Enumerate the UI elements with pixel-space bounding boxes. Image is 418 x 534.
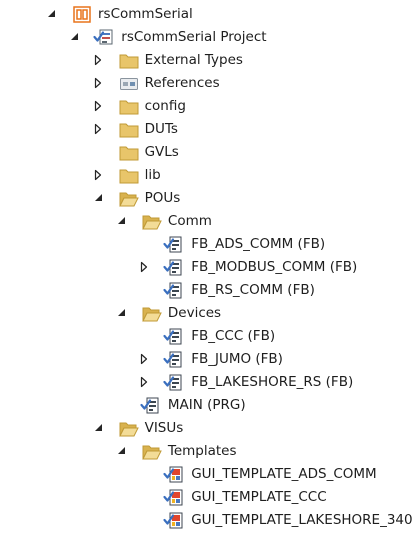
tree-item-label: FB_MODBUS_COMM (FB) [191, 259, 358, 275]
tree-item[interactable]: GUI_TEMPLATE_LAKESHORE_340 [0, 509, 418, 532]
tree-item-label: Templates [167, 443, 237, 459]
expanded-arrow-icon[interactable] [45, 7, 57, 21]
tree-item[interactable]: MAIN (PRG) [0, 394, 418, 417]
pou-icon [158, 373, 184, 391]
open-folder-icon [118, 419, 139, 437]
tree-item-label: FB_LAKESHORE_RS (FB) [191, 374, 354, 390]
tree-item[interactable]: References [0, 72, 418, 95]
tree-item-label: DUTs [144, 121, 178, 137]
tree-item-label: GUI_TEMPLATE_LAKESHORE_340 [191, 512, 413, 528]
collapsed-arrow-icon[interactable] [138, 352, 150, 366]
project-icon [88, 28, 114, 46]
solution-icon [72, 5, 92, 23]
tree-item[interactable]: Devices [0, 302, 418, 325]
pou-icon [158, 281, 184, 299]
visualization-icon [158, 511, 184, 529]
expanded-arrow-icon[interactable] [115, 444, 127, 458]
tree-item[interactable]: FB_ADS_COMM (FB) [0, 233, 418, 256]
pou-icon [158, 350, 184, 368]
tree-item-label: FB_RS_COMM (FB) [191, 282, 315, 298]
expanded-arrow-icon[interactable] [92, 421, 104, 435]
tree-item-label: rsCommSerial [98, 6, 193, 22]
folder-icon [119, 143, 139, 161]
pou-icon [158, 327, 184, 345]
expanded-arrow-icon[interactable] [115, 214, 127, 228]
tree-item[interactable]: FB_LAKESHORE_RS (FB) [0, 371, 418, 394]
folder-icon [119, 97, 139, 115]
pou-icon [158, 235, 184, 253]
tree-item-label: FB_JUMO (FB) [191, 351, 283, 367]
open-folder-icon [142, 304, 162, 322]
open-folder-icon [118, 189, 139, 207]
tree-item[interactable]: POUs [0, 187, 418, 210]
tree-item[interactable]: GUI_TEMPLATE_CCC [0, 486, 418, 509]
tree-item[interactable]: DUTs [0, 118, 418, 141]
references-icon [119, 74, 139, 92]
tree-item[interactable]: config [0, 95, 418, 118]
tree-item-label: Devices [167, 305, 222, 321]
tree-item-label: GUI_TEMPLATE_CCC [191, 489, 327, 505]
tree-item[interactable]: lib [0, 164, 418, 187]
collapsed-arrow-icon[interactable] [92, 122, 104, 136]
folder-icon [119, 166, 139, 184]
tree-item-label: GUI_TEMPLATE_ADS_COMM [191, 466, 377, 482]
expanded-arrow-icon[interactable] [115, 306, 127, 320]
tree-item-label: POUs [144, 190, 181, 206]
folder-icon [119, 120, 139, 138]
tree-item[interactable]: External Types [0, 49, 418, 72]
open-folder-icon [142, 442, 162, 460]
visualization-icon [158, 488, 184, 506]
tree-item[interactable]: VISUs [0, 417, 418, 440]
tree-item[interactable]: Comm [0, 210, 418, 233]
tree-item-label: lib [144, 167, 161, 183]
tree-item-label: MAIN (PRG) [167, 397, 246, 413]
tree-item-label: GVLs [144, 144, 179, 160]
tree-item-label: FB_CCC (FB) [191, 328, 276, 344]
tree-item-label: References [144, 75, 220, 91]
collapsed-arrow-icon[interactable] [92, 99, 104, 113]
visualization-icon [158, 465, 184, 483]
tree-item-label: VISUs [144, 420, 184, 436]
tree-item-label: config [144, 98, 186, 114]
pou-icon [135, 396, 161, 414]
tree-item[interactable]: FB_CCC (FB) [0, 325, 418, 348]
tree-item-label: Comm [167, 213, 212, 229]
tree-item[interactable]: FB_MODBUS_COMM (FB) [0, 256, 418, 279]
tree-item[interactable]: Templates [0, 440, 418, 463]
tree-item[interactable]: rsCommSerial Project [0, 26, 418, 49]
collapsed-arrow-icon[interactable] [92, 76, 104, 90]
folder-icon [119, 51, 139, 69]
collapsed-arrow-icon[interactable] [138, 375, 150, 389]
tree-item[interactable]: FB_JUMO (FB) [0, 348, 418, 371]
pou-icon [158, 258, 184, 276]
expanded-arrow-icon[interactable] [68, 30, 80, 44]
tree-item-label: rsCommSerial Project [121, 29, 267, 45]
collapsed-arrow-icon[interactable] [92, 53, 104, 67]
expanded-arrow-icon[interactable] [92, 191, 104, 205]
tree-item[interactable]: FB_RS_COMM (FB) [0, 279, 418, 302]
collapsed-arrow-icon[interactable] [138, 260, 150, 274]
tree-item[interactable]: rsCommSerial [0, 3, 418, 26]
tree-item-label: External Types [144, 52, 243, 68]
collapsed-arrow-icon[interactable] [92, 168, 104, 182]
tree-item[interactable]: GVLs [0, 141, 418, 164]
tree-item[interactable]: GUI_TEMPLATE_ADS_COMM [0, 463, 418, 486]
tree-item-label: FB_ADS_COMM (FB) [191, 236, 326, 252]
open-folder-icon [142, 212, 162, 230]
